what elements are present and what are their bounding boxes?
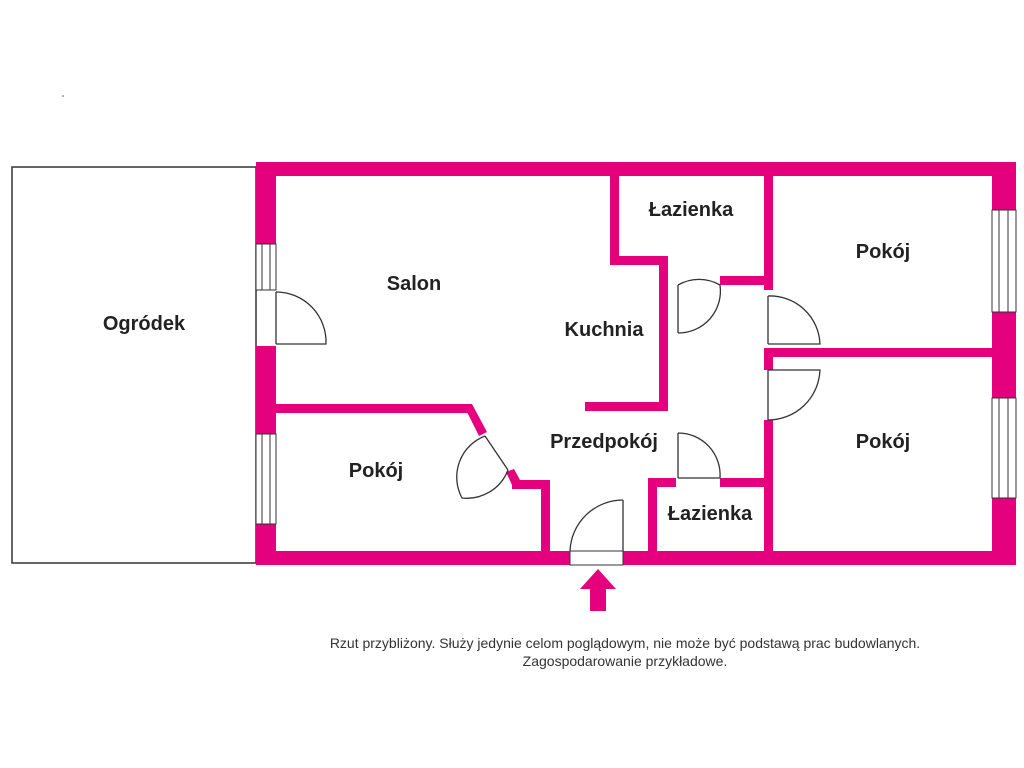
wall-pokoj-hall xyxy=(541,480,550,560)
entrance-arrow-icon xyxy=(580,569,616,611)
outer-wall-bottom-left xyxy=(256,551,570,565)
wall-diagonal-pokoj xyxy=(463,404,487,436)
door-pokoj-top-right xyxy=(767,295,821,345)
wall-bath-top-bottom-right xyxy=(720,276,773,285)
outer-wall-right-3 xyxy=(992,498,1016,565)
wall-bath-top-right xyxy=(764,168,773,290)
outer-wall-right-1 xyxy=(992,162,1016,210)
outer-wall-bottom-right xyxy=(623,551,1016,565)
label-living-room: Salon xyxy=(387,273,441,295)
stray-dot xyxy=(62,95,64,97)
wall-kitchen-right xyxy=(659,256,668,411)
label-hallway: Przedpokój xyxy=(550,431,658,453)
disclaimer-line-1: Rzut przybliżony. Służy jedynie celom po… xyxy=(329,635,921,651)
wall-bath-bottom-left xyxy=(648,478,657,560)
door-bath-top xyxy=(677,278,722,334)
wall-pokoj-hall-step xyxy=(512,480,550,489)
doors xyxy=(275,278,821,552)
outer-wall-left-1 xyxy=(256,162,276,244)
label-garden: Ogródek xyxy=(103,313,186,335)
door-pokoj-bottom-right xyxy=(767,369,821,421)
label-room-bottom-left: Pokój xyxy=(349,460,403,482)
outer-wall-right-2 xyxy=(992,312,1016,398)
wall-bath-top-bottom xyxy=(610,256,668,265)
walls xyxy=(256,162,1016,565)
outer-wall-left-3 xyxy=(256,524,276,565)
label-bathroom-bottom: Łazienka xyxy=(668,503,753,525)
window-left-bottom xyxy=(255,433,277,525)
window-right-top xyxy=(991,209,1017,313)
outer-wall-top xyxy=(256,162,1016,176)
label-room-bottom-right: Pokój xyxy=(856,431,910,453)
disclaimer-line-2: Zagospodarowanie przykładowe. xyxy=(522,653,728,669)
windows xyxy=(255,209,1017,566)
window-right-bottom xyxy=(991,397,1017,499)
wall-bath-bottom-right xyxy=(764,420,773,560)
wall-kitchen-stub xyxy=(585,402,668,411)
wall-salon-pokoj xyxy=(276,404,468,413)
label-room-top-right: Pokój xyxy=(856,241,910,263)
wall-bath-bottom-top xyxy=(720,478,773,487)
wall-pokoj-right-mid-stub xyxy=(764,348,773,370)
label-kitchen: Kuchnia xyxy=(565,319,645,341)
door-bath-bottom xyxy=(677,432,721,479)
wall-bath-top-left xyxy=(610,168,619,265)
entrance-threshold xyxy=(569,550,624,566)
wall-bath-bottom-top-left xyxy=(648,478,676,487)
door-garden xyxy=(275,291,327,345)
garden-area xyxy=(11,166,257,564)
label-bathroom-top: Łazienka xyxy=(649,199,734,221)
wall-pokoj-right-mid xyxy=(764,348,992,357)
outer-wall-left-2 xyxy=(256,346,276,434)
door-pokoj-left xyxy=(456,435,509,499)
window-left-top xyxy=(255,243,277,291)
door-entrance xyxy=(569,499,624,552)
